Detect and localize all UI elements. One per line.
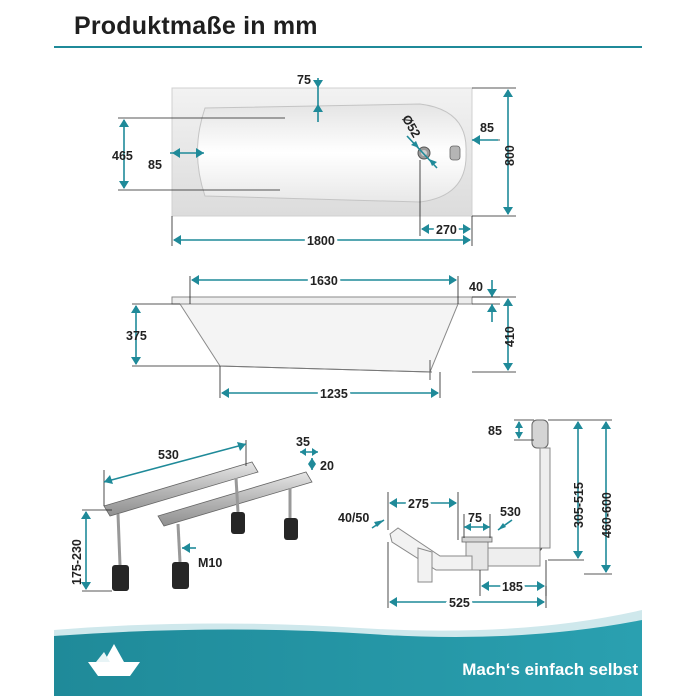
dim-bottom-length: 1235: [320, 387, 348, 401]
dim-top-length: 1630: [310, 274, 338, 288]
dim-cap-height: 85: [488, 424, 502, 438]
dim-horizontal-b: 185: [502, 580, 523, 594]
footer-band: [54, 610, 642, 696]
dim-total-length-drain: 525: [449, 596, 470, 610]
dim-total-length: 1800: [307, 234, 335, 248]
dim-horizontal-a: 275: [408, 497, 429, 511]
drain-outlet: [389, 527, 473, 571]
dim-drain-side-rim: 85: [480, 121, 494, 135]
footer-slogan: Mach‘s einfach selbst: [462, 660, 638, 679]
tub-feet-drawing: 530 35 20 175-230 M10: [70, 435, 334, 592]
dim-pipe-width: 75: [468, 511, 482, 525]
dim-inner-length: 465: [112, 149, 133, 163]
foot-rail-back: [103, 461, 259, 517]
dim-top-rim: 75: [297, 73, 311, 87]
dim-outlet-diameter: 40/50: [338, 511, 369, 525]
dim-profile-height: 20: [320, 459, 334, 473]
tub-side-view: 1630 40 375 410 1235: [126, 271, 517, 404]
title-divider: [54, 46, 642, 48]
dim-side-rim: 85: [148, 158, 162, 172]
tub-rim-profile: [171, 296, 473, 305]
dim-cable-length: 530: [500, 505, 521, 519]
overflow-head: [531, 419, 549, 449]
tub-body-profile: [179, 303, 459, 373]
paper-boat-icon: [88, 644, 140, 676]
dim-height-range: 175-230: [70, 539, 84, 585]
dim-drain-offset: 270: [436, 223, 457, 237]
dim-range-b: 460-600: [600, 492, 614, 538]
dim-range-a: 305-515: [572, 482, 586, 528]
dim-total-height: 410: [503, 326, 517, 347]
dim-profile-width: 35: [296, 435, 310, 449]
foot-rail-front: [157, 471, 313, 527]
drain-set-drawing: 85 305-515 460-600 40/50 275 75: [338, 419, 614, 613]
dim-rim-height: 40: [469, 280, 483, 294]
dim-rail-length: 530: [158, 448, 179, 462]
dim-depth: 375: [126, 329, 147, 343]
tub-top-view: 75 Ø52 85 800 465 85: [112, 73, 517, 251]
dim-total-width: 800: [503, 145, 517, 166]
dim-thread: M10: [198, 556, 222, 570]
page-title: Produktmaße in mm: [74, 12, 318, 40]
drain-cable: [488, 448, 549, 561]
foot-legs: [112, 477, 298, 591]
